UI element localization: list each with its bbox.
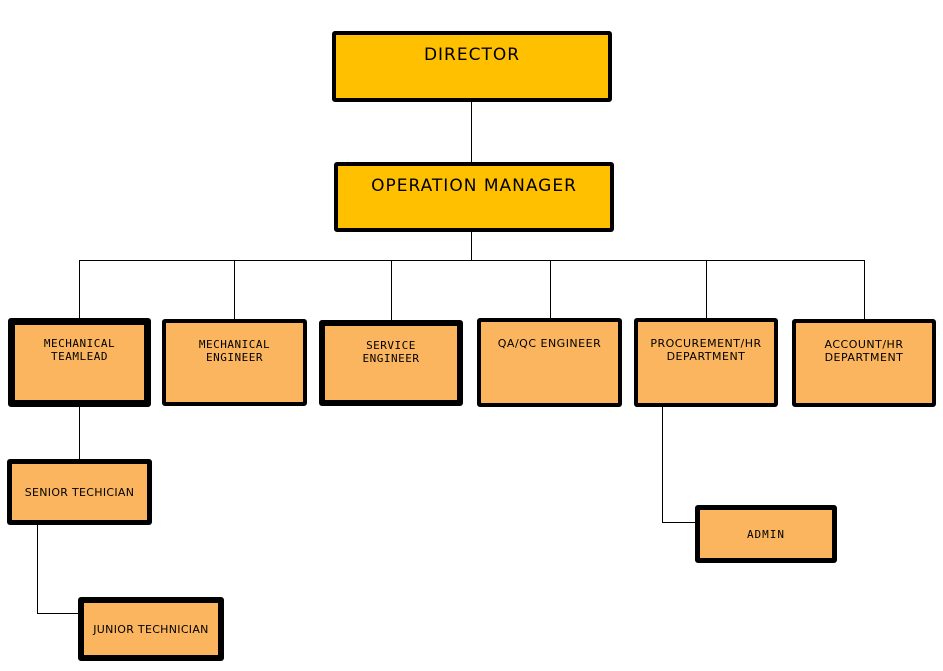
connector-procurement-admin-horizontal [662,522,695,523]
connector-bus-account-hr [864,260,865,319]
org-node-admin: ADMIN [695,505,837,563]
connector-operation-manager-bus [471,232,472,261]
org-node-account-hr-department: ACCOUNT/HR DEPARTMENT [792,319,936,407]
connector-senior-junior-horizontal [37,613,79,614]
connector-level3-bus [79,260,865,261]
connector-senior-junior-vertical [37,525,38,614]
connector-bus-service-engineer [391,260,392,320]
org-node-mechanical-teamlead: MECHANICAL TEAMLEAD [8,318,151,407]
org-node-junior-technician: JUNIOR TECHNICIAN [78,597,224,661]
org-node-senior-techician: SENIOR TECHICIAN [7,459,152,525]
connector-teamlead-senior-techician [79,407,80,459]
connector-bus-procurement-hr [706,260,707,318]
org-node-qa-qc-engineer: QA/QC ENGINEER [477,318,622,407]
connector-procurement-admin-vertical [662,407,663,523]
connector-bus-mechanical-engineer [234,260,235,319]
connector-bus-mechanical-teamlead [79,260,80,318]
org-node-procurement-hr-department: PROCUREMENT/HR DEPARTMENT [634,318,778,407]
org-node-service-engineer: SERVICE ENGINEER [319,320,463,406]
org-node-operation-manager: OPERATION MANAGER [334,162,614,232]
org-node-mechanical-engineer: MECHANICAL ENGINEER [162,319,307,406]
connector-bus-qa-qc-engineer [550,260,551,318]
connector-director-operation-manager [471,102,472,162]
org-node-director: DIRECTOR [332,31,612,102]
